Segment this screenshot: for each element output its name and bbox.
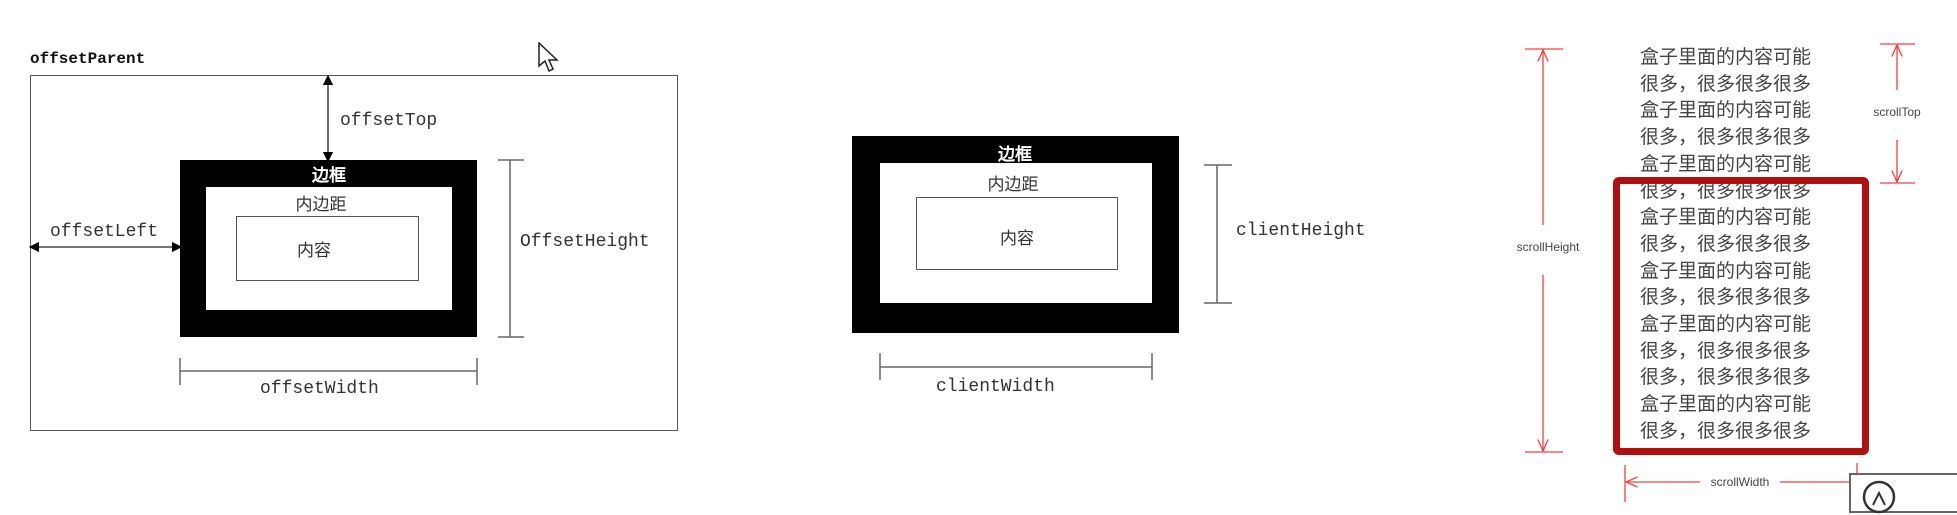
offset-left-label: offsetLeft — [50, 222, 159, 242]
padding-label: 内边距 — [295, 195, 347, 215]
scroll-text-line: 盒子里面的内容可能 — [1640, 259, 1812, 282]
scroll-text-line: 很多，很多很多很多 — [1640, 339, 1812, 362]
scroll-text-line: 很多，很多很多很多 — [1640, 232, 1812, 255]
offset-top-label: offsetTop — [340, 111, 438, 131]
client-height-label: clientHeight — [1236, 221, 1366, 241]
scroll-text-line: 很多，很多很多很多 — [1640, 286, 1812, 309]
client-border-label: 边框 — [998, 145, 1032, 165]
offset-parent-box — [30, 75, 678, 431]
client-padding-box — [880, 163, 1152, 303]
clock-icon — [1862, 480, 1896, 514]
scroll-text-line: 盒子里面的内容可能 — [1640, 152, 1812, 175]
scroll-text-line: 很多，很多很多很多 — [1640, 366, 1812, 389]
scroll-content-text: 盒子里面的内容可能很多，很多很多很多盒子里面的内容可能很多，很多很多很多盒子里面… — [1640, 44, 1811, 445]
scroll-text-line: 盒子里面的内容可能 — [1640, 393, 1812, 416]
content-box — [236, 216, 419, 281]
scroll-height-label: scrollHeight — [1516, 240, 1580, 254]
offset-height-label: OffsetHeight — [520, 232, 650, 252]
scroll-top-label: scrollTop — [1873, 105, 1921, 119]
scroll-width-label: scrollWidth — [1710, 475, 1770, 489]
client-content-label: 内容 — [1000, 229, 1034, 249]
scroll-text-line: 盒子里面的内容可能 — [1640, 313, 1812, 336]
mouse-pointer-icon — [538, 42, 559, 73]
scroll-viewport-box — [1613, 177, 1869, 455]
client-padding-label: 内边距 — [987, 175, 1039, 195]
content-label: 内容 — [297, 241, 331, 261]
scroll-text-line: 很多，很多很多很多 — [1640, 126, 1812, 149]
offset-width-label: offsetWidth — [260, 379, 379, 399]
corner-widget[interactable] — [1849, 473, 1957, 514]
scroll-text-line: 盒子里面的内容可能 — [1640, 206, 1812, 229]
client-width-label: clientWidth — [936, 377, 1055, 397]
scroll-text-line: 盒子里面的内容可能 — [1640, 46, 1812, 68]
scroll-text-line: 很多，很多很多很多 — [1640, 419, 1812, 442]
scroll-text-line: 很多，很多很多很多 — [1640, 72, 1812, 95]
border-label: 边框 — [312, 166, 346, 186]
padding-box — [206, 187, 452, 310]
offset-parent-label: offsetParent — [30, 50, 146, 68]
client-content-box — [916, 197, 1118, 270]
scroll-text-line: 盒子里面的内容可能 — [1640, 99, 1812, 122]
scroll-text-line: 很多，很多很多很多 — [1640, 179, 1812, 202]
